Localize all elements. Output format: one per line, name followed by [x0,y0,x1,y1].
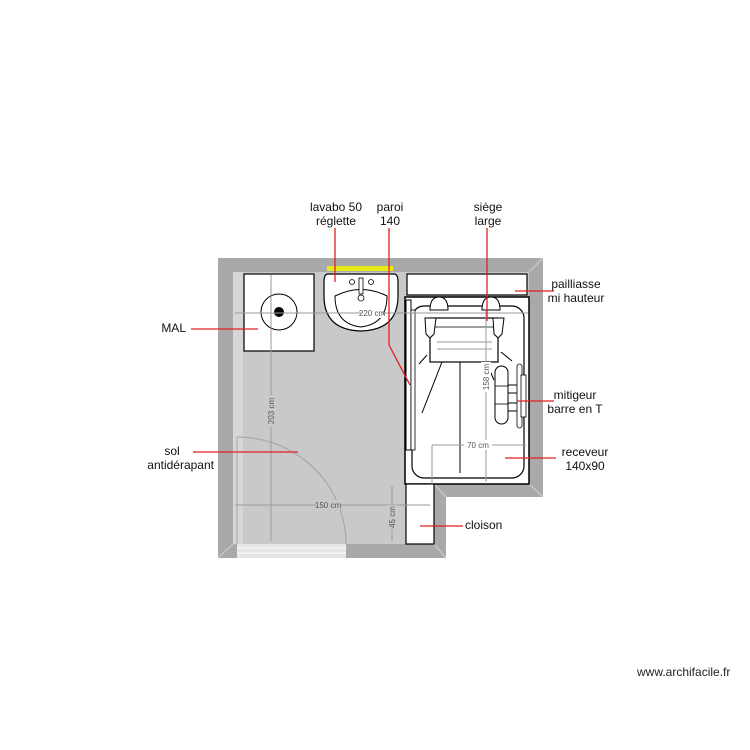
dimension-labels: 220 cm 203 cm 150 cm 45 cm 70 cm 158 cm [266,307,492,529]
watermark: www.archifacile.fr [637,665,731,679]
cloison [405,483,435,545]
label-paroi: paroi 140 [376,200,404,228]
label-pailliasse: pailliasse mi hauteur [547,277,605,305]
svg-text:70 cm: 70 cm [467,441,489,450]
mixer-t-bar [494,363,527,429]
label-receveur: receveur 140x90 [561,445,609,473]
svg-text:45 cm: 45 cm [388,506,397,528]
svg-text:203 cm: 203 cm [267,398,276,425]
svg-text:220 cm: 220 cm [359,309,386,318]
leader-lines [191,228,556,527]
svg-text:158 cm: 158 cm [482,364,491,391]
label-lavabo: lavabo 50 réglette [309,200,363,228]
label-mal: MAL [161,321,186,335]
label-cloison: cloison [465,518,503,532]
label-sol: sol antidérapant [147,444,214,472]
door [236,436,347,558]
svg-text:150 cm: 150 cm [315,501,342,510]
label-siege: siège large [473,200,503,228]
label-mitigeur: mitigeur barre en T [547,388,603,416]
shower-seat [418,296,513,473]
pailliasse [406,273,528,296]
